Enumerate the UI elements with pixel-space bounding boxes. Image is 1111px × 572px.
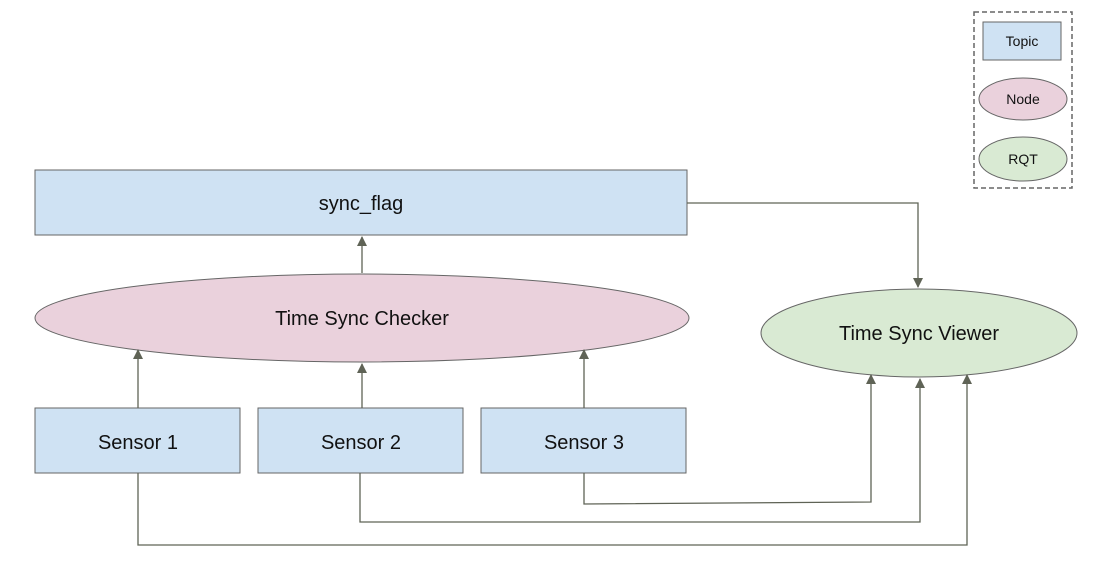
- legend-topic-label: Topic: [1006, 33, 1039, 49]
- legend-item-node: Node: [978, 77, 1068, 121]
- topic-sensor-3: Sensor 3: [480, 407, 687, 474]
- edge-sensor-1-to-viewer: [137, 374, 972, 546]
- edge-sensor-3-to-viewer: [583, 374, 876, 505]
- legend-topic-swatch: [982, 21, 1062, 61]
- topic-sensor-2: Sensor 2: [257, 407, 464, 474]
- node-time-sync-checker: Time Sync Checker: [34, 273, 690, 363]
- rqt-time-sync-viewer-shape: [760, 288, 1078, 378]
- legend: Topic Node RQT: [973, 11, 1073, 189]
- legend-node-swatch: [978, 77, 1068, 121]
- legend-rqt-swatch: [978, 136, 1068, 182]
- topic-sensor-3-box: [480, 407, 687, 474]
- topic-sensor-1-label: Sensor 1: [98, 432, 178, 454]
- topic-sensor-2-label: Sensor 2: [321, 432, 401, 454]
- legend-node-label: Node: [1006, 91, 1040, 107]
- edges: [133, 202, 972, 546]
- node-time-sync-checker-label: Time Sync Checker: [275, 308, 449, 330]
- legend-frame: [973, 11, 1073, 189]
- edge-sync-flag-to-viewer: [687, 202, 923, 288]
- rqt-time-sync-viewer-label: Time Sync Viewer: [839, 323, 999, 345]
- topic-sensor-3-label: Sensor 3: [544, 432, 624, 454]
- node-time-sync-checker-shape: [34, 273, 690, 363]
- legend-rqt-label: RQT: [1008, 151, 1038, 167]
- edge-sensor-2-to-viewer: [359, 378, 925, 523]
- topic-sync-flag: sync_flag: [34, 169, 688, 236]
- rqt-time-sync-viewer: Time Sync Viewer: [760, 288, 1078, 378]
- topic-sync-flag-label: sync_flag: [319, 193, 404, 215]
- legend-item-topic: Topic: [982, 21, 1062, 61]
- topic-sensor-1: Sensor 1: [34, 407, 241, 474]
- topic-sync-flag-box: [34, 169, 688, 236]
- legend-item-rqt: RQT: [978, 136, 1068, 182]
